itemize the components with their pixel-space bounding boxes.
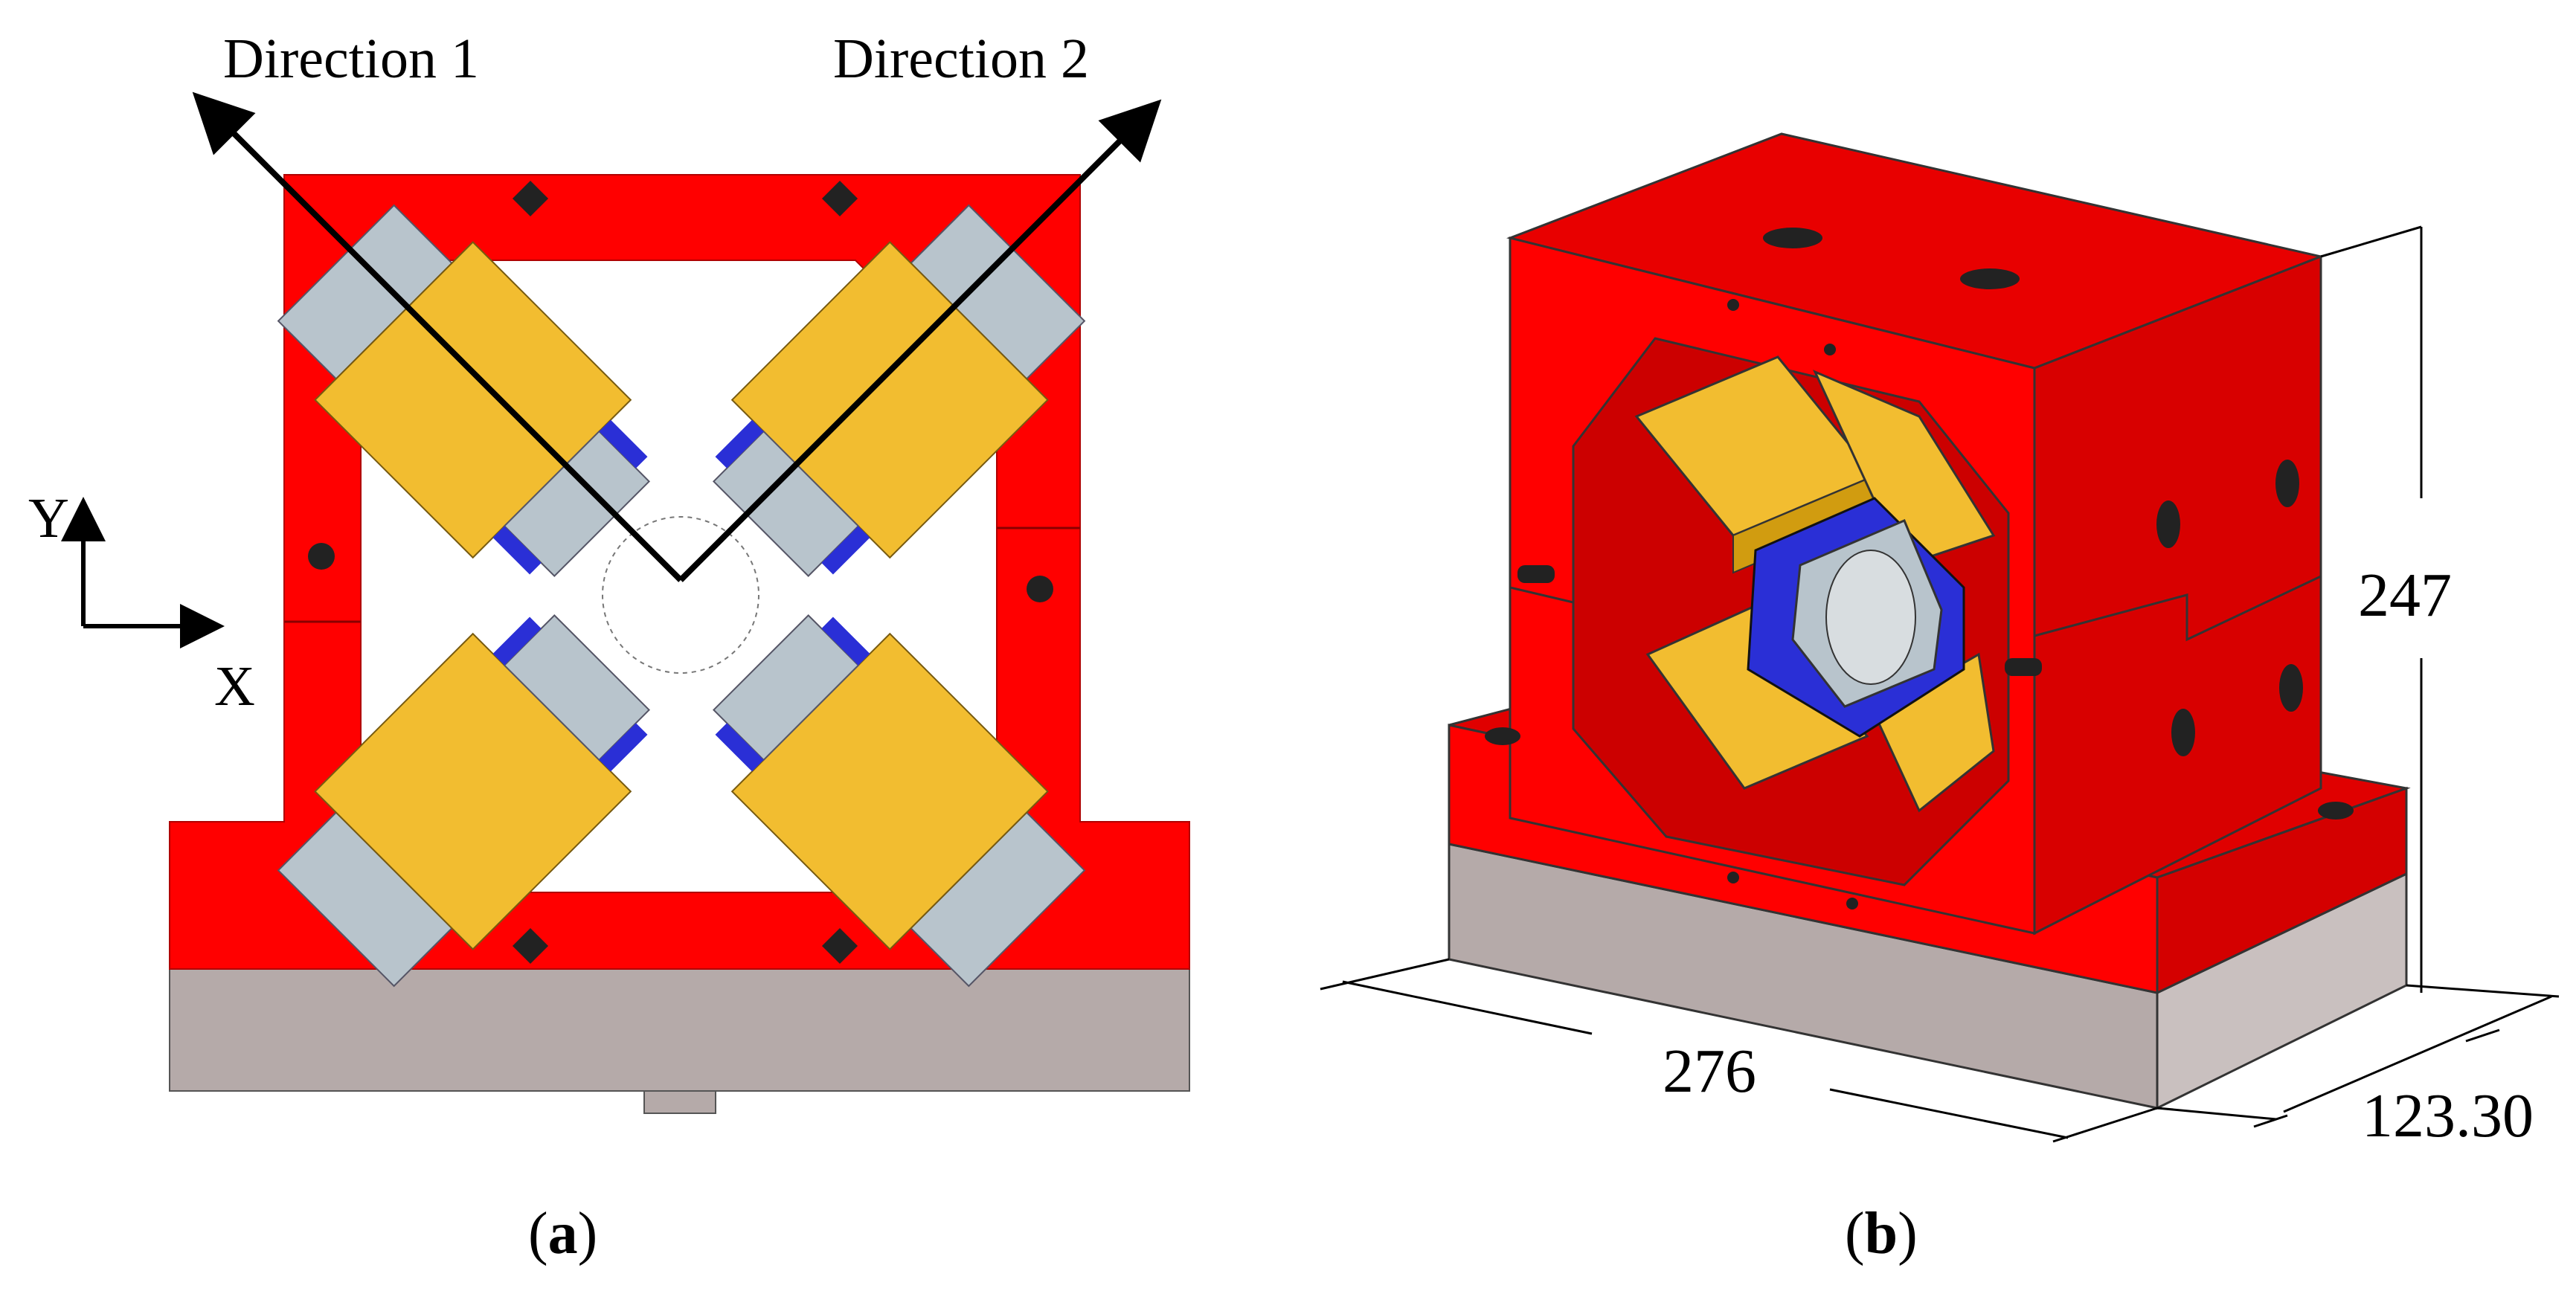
iso-front-hole-1	[1727, 299, 1739, 311]
iso-front-hole-4	[1846, 898, 1858, 910]
pole-tip-gray	[503, 614, 651, 762]
pole-bottom-left	[277, 614, 651, 988]
iso-beam-aperture	[1825, 550, 1916, 685]
direction-2-arrow	[678, 99, 1162, 582]
dim-depth-tick-2	[2253, 1114, 2288, 1128]
pole-tip-blue-a	[492, 616, 542, 666]
pole-tip-blue-b	[821, 616, 870, 666]
direction-1-label: Direction 1	[223, 28, 479, 90]
dim-depth-ext-front	[2156, 1107, 2277, 1121]
pole-tip-blue-a	[715, 723, 764, 772]
iso-flange-hole-right	[2318, 802, 2354, 820]
y-axis-label: Y	[28, 487, 69, 550]
pole-top-right	[712, 204, 1086, 578]
bolt-hole-left	[308, 543, 335, 570]
iso-bolt-left	[1517, 565, 1555, 583]
iso-side-hole-4	[2279, 664, 2303, 712]
dim-width-label: 276	[1663, 1037, 1756, 1106]
dim-width-line-right	[1829, 1088, 2069, 1139]
dim-width-ext-left	[1320, 958, 1450, 991]
base-flange-side	[2156, 786, 2408, 995]
panel-b-isometric-view: 247 276 123.30 (b)	[1320, 132, 2560, 1266]
iso-front-hole-3	[1727, 872, 1739, 883]
pole-tip-blue-a	[599, 419, 648, 469]
pole-tip-gray	[712, 430, 860, 578]
pole-tip-gray	[712, 614, 860, 762]
direction-1-arrow	[192, 91, 683, 582]
caption-a: (a)	[528, 1201, 597, 1266]
pin-top-left	[512, 180, 549, 217]
pole-tip-gray	[503, 430, 651, 578]
iso-side-hole-3	[2171, 709, 2195, 756]
dim-height-label: 247	[2358, 561, 2452, 630]
bolt-hole-right	[1027, 576, 1053, 602]
pole-tip-blue-b	[492, 526, 542, 575]
iso-top-hole-2	[1960, 268, 2020, 289]
pole-bottom-right	[712, 614, 1086, 988]
beam-aperture	[602, 516, 759, 674]
base-plate-gray	[169, 968, 1190, 1092]
direction-2-label: Direction 2	[833, 28, 1089, 90]
dim-height-ext-top	[2320, 225, 2422, 258]
iso-side-hole-2	[2275, 460, 2299, 507]
pole-tip-blue-a	[821, 526, 870, 575]
base-plate-tab	[643, 1090, 716, 1114]
iso-side-hole-1	[2156, 500, 2180, 548]
iso-top-hole-1	[1763, 228, 1822, 248]
iso-front-hole-2	[1824, 344, 1836, 355]
panel-a-front-view: Direction 1 Direction 2 Y X (a)	[28, 28, 1190, 1266]
pole-tip-blue-b	[599, 723, 648, 772]
caption-b: (b)	[1845, 1201, 1918, 1266]
dim-depth-label: 123.30	[2362, 1081, 2534, 1150]
dim-depth-line	[2283, 995, 2552, 1113]
iso-flange-hole-left	[1485, 727, 1520, 745]
iso-pole-bottom-left	[1645, 601, 1869, 790]
block-seam-side	[2034, 575, 2322, 642]
dim-depth-tick-1	[2465, 1028, 2500, 1043]
dim-width-ext-right	[2052, 1107, 2158, 1143]
pole-tip-blue-b	[715, 419, 764, 469]
dim-width-line-left	[1342, 980, 1593, 1035]
dim-depth-ext-back	[2406, 984, 2560, 998]
iso-bolt-right	[2005, 658, 2042, 676]
pole-top-left	[277, 204, 651, 578]
x-axis-label: X	[214, 655, 255, 718]
block-seam-front	[1509, 586, 1574, 604]
